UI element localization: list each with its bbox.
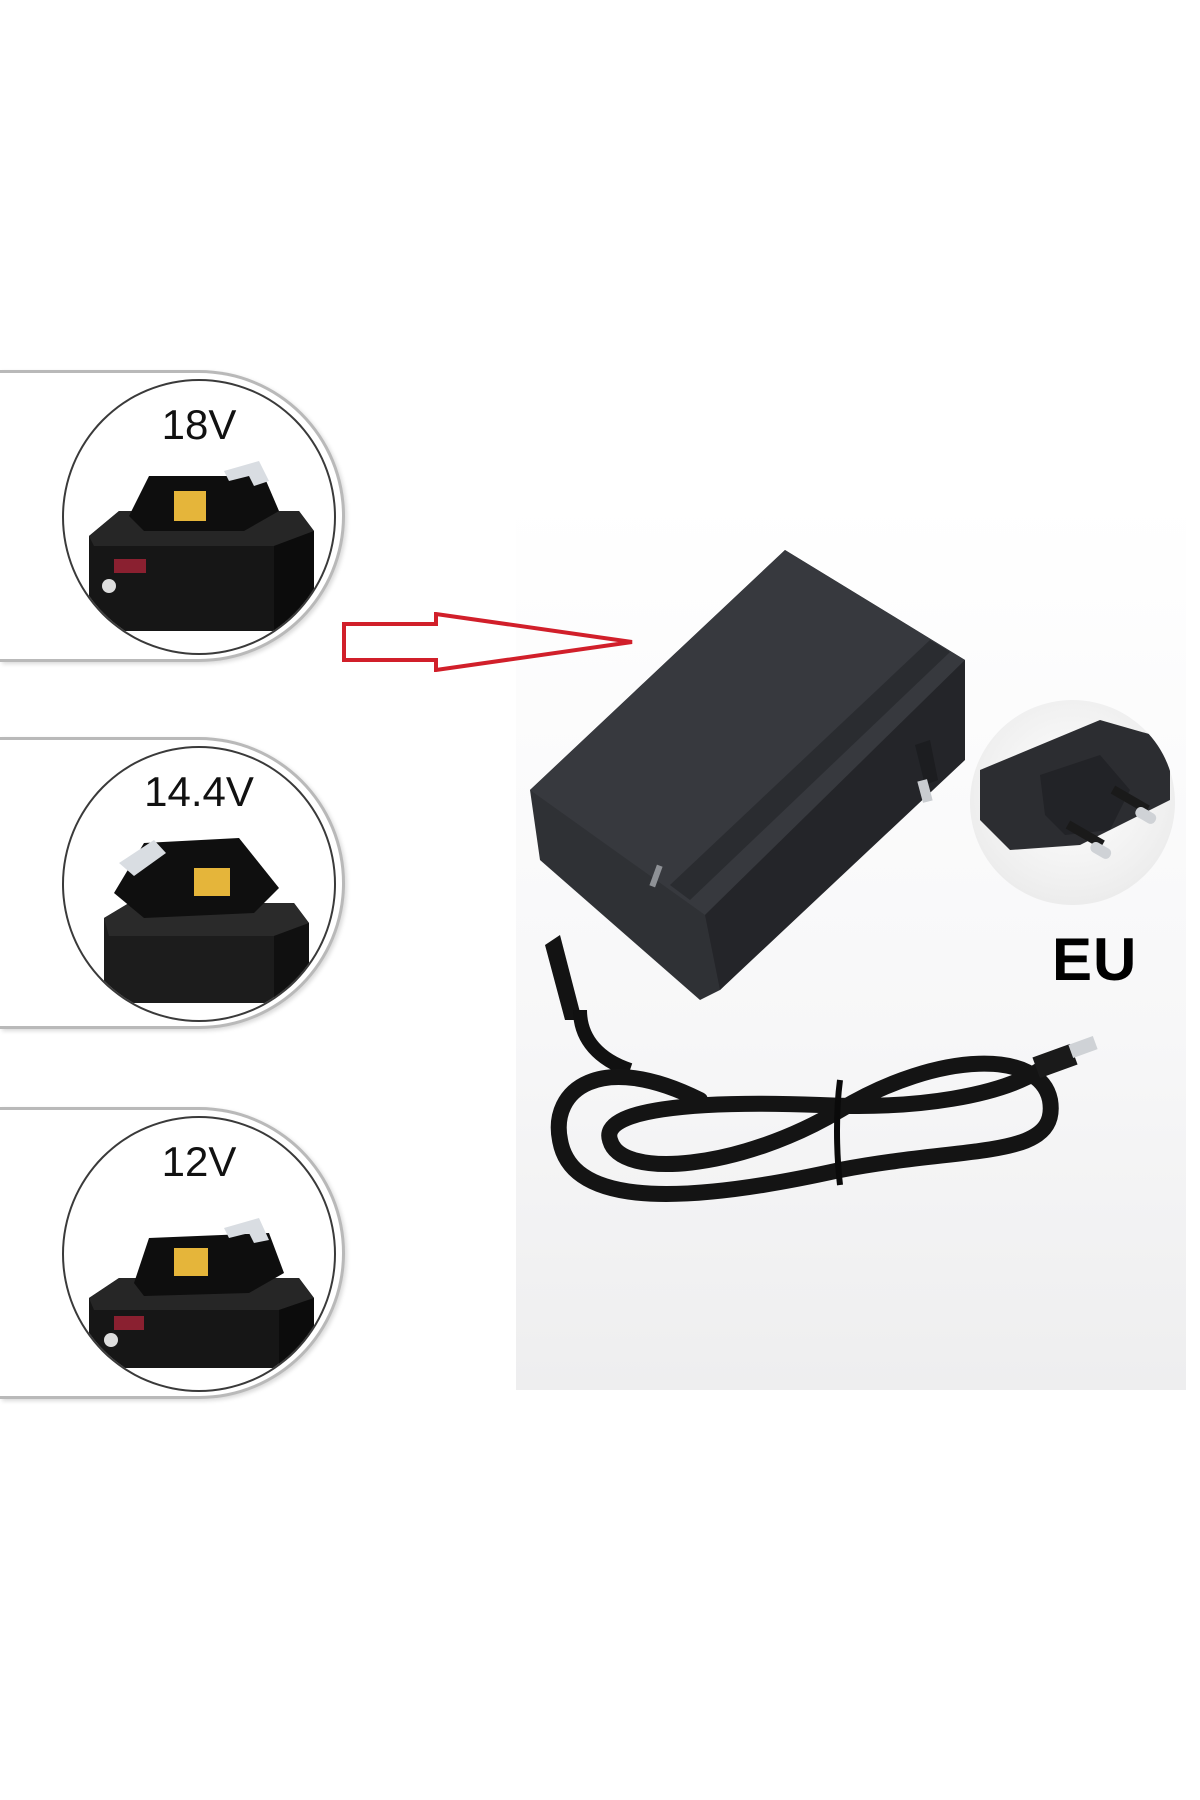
battery-panel-12v: 12V [0,1107,345,1399]
voltage-label: 12V [161,1138,237,1185]
battery-12v-icon [89,1218,314,1368]
battery-panel-18v: 18V [0,370,345,662]
plug-type-label: EU [1052,926,1138,993]
battery-circle: 14.4V [62,746,336,1022]
battery-panel-14v: 14.4V [0,737,345,1029]
dc-cable-icon [550,1010,1098,1202]
arrow-right-outline-icon [342,612,633,672]
battery-circle: 18V [62,379,336,655]
eu-plug-inset [970,700,1175,905]
voltage-label: 18V [161,401,237,448]
eu-plug-icon [980,720,1170,859]
battery-18v-icon [89,461,314,631]
battery-circle: 12V [62,1116,336,1392]
power-adapter-icon [530,550,965,1020]
voltage-label: 14.4V [144,768,254,815]
battery-14v-icon [104,838,309,1003]
